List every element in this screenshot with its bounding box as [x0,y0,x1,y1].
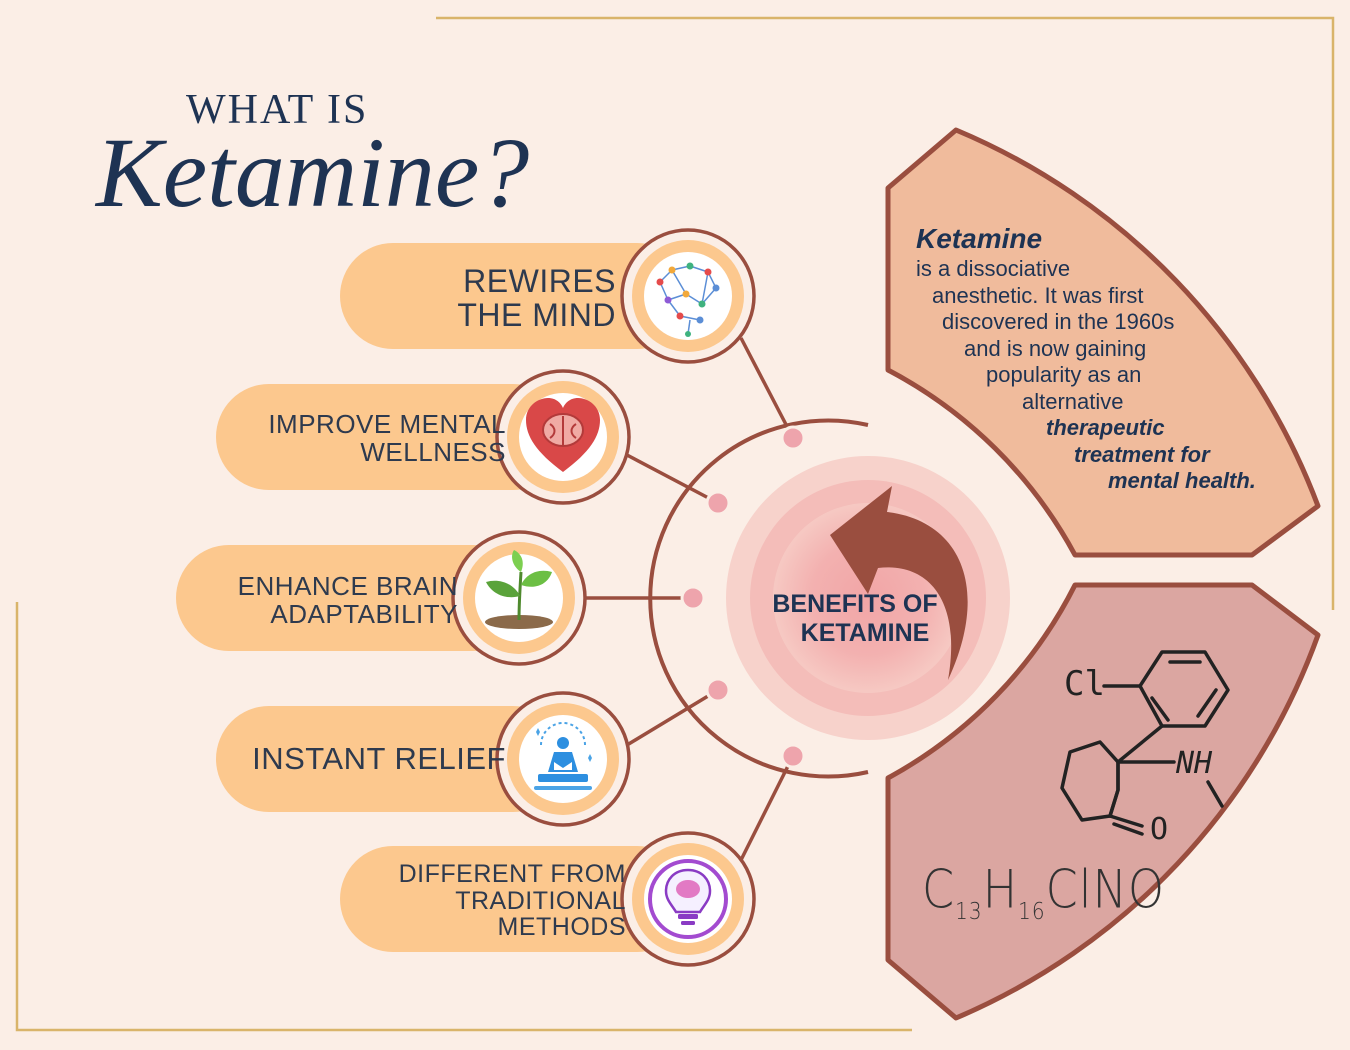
formula-c-count: 13 [955,897,983,925]
description-line-3: discovered in the 1960s [942,309,1175,334]
benefit-label-1: REWIRES THE MIND [360,264,616,332]
lightbulb-brain-icon [648,859,728,939]
description-emphasis-1: therapeutic [1046,415,1165,440]
description-line-4: and is now gaining [964,335,1147,361]
sprout-icon [485,550,553,629]
center-label: BENEFITS OF KETAMINE [740,590,970,648]
description-emphasis-3: mental health. [1108,468,1256,493]
curved-arrow-icon [830,486,968,680]
description-emphasis-2: treatment for [1074,441,1210,467]
benefit-2-line-2: WELLNESS [360,437,506,467]
formula-h-count: 16 [1018,897,1046,925]
benefit-3-line-1: ENHANCE BRAIN [237,571,458,601]
description-line-1: is a dissociative [916,256,1071,281]
benefit-4-line-1: INSTANT RELIEF [252,741,506,776]
benefit-label-3: ENHANCE BRAIN ADAPTABILITY [190,572,458,628]
description-line-6: alternative [1022,388,1124,414]
benefit-5-line-2: TRADITIONAL [455,886,626,915]
benefit-5-line-1: DIFFERENT FROM [398,860,626,888]
heart-brain-icon [526,398,600,472]
benefit-label-2: IMPROVE MENTAL WELLNESS [230,410,506,466]
benefit-3-line-2: ADAPTABILITY [270,599,458,629]
description-text: Ketamine is a dissociative anesthetic. I… [916,222,1316,495]
meditation-icon [534,722,592,790]
oxygen-label: O [1150,812,1169,847]
network-brain-icon [656,262,720,337]
benefit-5-line-3: METHODS [497,913,626,941]
amine-label: NH [1176,746,1213,781]
chemical-formula: C13H16ClNO [922,858,1165,925]
description-line-2: anesthetic. It was first [932,282,1144,308]
benefit-1-line-1: REWIRES [463,263,616,299]
formula-h: H [982,858,1019,921]
center-label-line-1: BENEFITS OF [772,590,938,618]
benefit-label-5: DIFFERENT FROM TRADITIONAL METHODS [360,861,626,941]
frame-top-right [436,16,1335,610]
connection-dots [680,425,806,769]
center-label-line-2: KETAMINE [800,619,930,647]
description-keyword: Ketamine [916,223,1043,254]
molecule-structure [1060,650,1230,836]
description-line-5: popularity as an [986,362,1142,387]
page-title: Ketamine? [96,117,530,228]
formula-c: C [922,858,956,921]
formula-rest: ClNO [1045,858,1166,921]
description-panel [885,127,1321,558]
chlorine-label: Cl [1064,664,1105,704]
heading-small: WHAT IS [186,87,369,133]
benefit-2-line-1: IMPROVE MENTAL [268,409,506,439]
frame-bottom-left [15,602,912,1032]
molecule-panel [885,582,1321,1021]
benefit-label-4: INSTANT RELIEF [230,742,506,776]
benefit-1-line-2: THE MIND [457,297,616,333]
connectors [585,337,795,861]
